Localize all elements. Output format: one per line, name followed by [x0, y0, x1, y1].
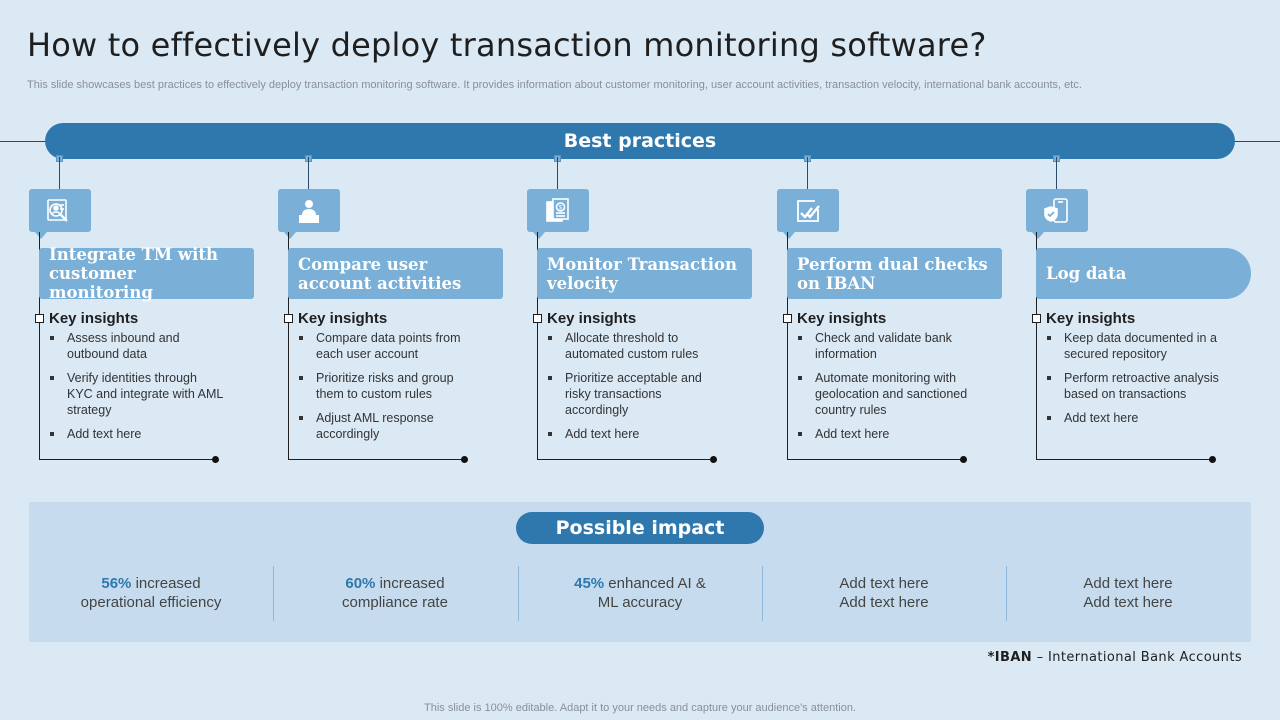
practice-heading-text: Perform dual checks on IBAN	[797, 254, 988, 293]
practice-heading-text: Log data	[1046, 264, 1127, 283]
impact-percentage: 60%	[345, 575, 376, 592]
key-insights-label: Key insights	[49, 310, 139, 327]
column-bottom-line	[39, 459, 215, 460]
insight-item: Add text here	[797, 426, 972, 442]
impact-item-1: 56% increased operational efficiency	[29, 574, 273, 612]
column-vertical-line	[39, 232, 40, 460]
impact-text-line2: ML accuracy	[597, 594, 683, 611]
column-endpoint	[212, 456, 219, 463]
insight-item: Check and validate bank information	[797, 330, 972, 362]
impact-divider	[1006, 566, 1007, 621]
footnote-term: *IBAN	[987, 650, 1033, 665]
impact-text-line2: compliance rate	[342, 594, 448, 611]
impact-divider	[273, 566, 274, 621]
column-endpoint	[1209, 456, 1216, 463]
timeline-connector	[59, 157, 60, 191]
insight-list: Allocate threshold to automated custom r…	[547, 330, 722, 450]
insight-item: Prioritize risks and group them to custo…	[298, 370, 473, 402]
impact-percentage: 45%	[574, 575, 605, 592]
impact-item-3: 45% enhanced AI & ML accuracy	[518, 574, 762, 612]
practice-heading: Monitor Transaction velocity	[537, 248, 752, 299]
column-vertical-line	[1036, 232, 1037, 460]
key-insights-marker	[783, 314, 792, 323]
key-insights-marker	[1032, 314, 1041, 323]
impact-text-line1: increased	[131, 575, 201, 592]
footnote: *IBAN – International Bank Accounts	[988, 650, 1242, 665]
column-endpoint	[960, 456, 967, 463]
insight-item: Add text here	[49, 426, 224, 442]
insight-item: Automate monitoring with geolocation and…	[797, 370, 972, 418]
page-title: How to effectively deploy transaction mo…	[27, 26, 987, 64]
key-insights-label: Key insights	[547, 310, 637, 327]
column-bottom-line	[288, 459, 464, 460]
column-bottom-line	[787, 459, 963, 460]
impact-text-line2: Add text here	[839, 594, 929, 611]
impact-divider	[762, 566, 763, 621]
impact-text-line2: Add text here	[1083, 594, 1173, 611]
column-vertical-line	[787, 232, 788, 460]
insight-item: Prioritize acceptable and risky transact…	[547, 370, 722, 418]
insight-item: Add text here	[547, 426, 722, 442]
insight-item: Add text here	[1046, 410, 1221, 426]
page-subtitle: This slide showcases best practices to e…	[27, 79, 1082, 91]
column-endpoint	[710, 456, 717, 463]
impact-text-line2: operational efficiency	[80, 594, 222, 611]
impact-divider	[518, 566, 519, 621]
insight-item: Keep data documented in a secured reposi…	[1046, 330, 1221, 362]
practice-heading-text: Monitor Transaction velocity	[547, 254, 737, 293]
practice-heading: Log data	[1036, 248, 1251, 299]
key-insights-label: Key insights	[1046, 310, 1136, 327]
impact-percentage: 56%	[101, 575, 132, 592]
key-insights-label: Key insights	[298, 310, 388, 327]
column-bottom-line	[1036, 459, 1212, 460]
impact-text-line1: Add text here	[839, 575, 929, 592]
column-vertical-line	[537, 232, 538, 460]
insight-item: Assess inbound and outbound data	[49, 330, 224, 362]
timeline-connector	[557, 157, 558, 191]
insight-list: Compare data points from each user accou…	[298, 330, 473, 450]
mobile-shield-icon	[1026, 189, 1088, 239]
impact-text-line1: increased	[375, 575, 445, 592]
column-vertical-line	[288, 232, 289, 460]
timeline-connector	[807, 157, 808, 191]
insight-item: Verify identities through KYC and integr…	[49, 370, 224, 418]
timeline-connector	[1056, 157, 1057, 191]
best-practices-banner: Best practices	[45, 123, 1235, 159]
practice-heading-text: Integrate TM with customer monitoring	[49, 245, 218, 302]
magnifier-user-document-icon	[29, 189, 91, 239]
column-bottom-line	[537, 459, 713, 460]
insight-item: Allocate threshold to automated custom r…	[547, 330, 722, 362]
footnote-definition: – International Bank Accounts	[1032, 650, 1242, 665]
key-insights-marker	[35, 314, 44, 323]
user-podium-icon	[278, 189, 340, 239]
practice-heading: Compare user account activities	[288, 248, 503, 299]
practice-heading: Integrate TM with customer monitoring	[39, 245, 254, 302]
insight-item: Compare data points from each user accou…	[298, 330, 473, 362]
dollar-documents-icon: $	[527, 189, 589, 239]
svg-text:$: $	[559, 205, 563, 211]
insight-item: Perform retroactive analysis based on tr…	[1046, 370, 1221, 402]
double-checkmark-icon	[777, 189, 839, 239]
insight-item: Adjust AML response accordingly	[298, 410, 473, 442]
impact-item-2: 60% increased compliance rate	[273, 574, 517, 612]
key-insights-marker	[533, 314, 542, 323]
impact-text-line1: enhanced AI &	[604, 575, 706, 592]
impact-title: Possible impact	[516, 512, 764, 544]
key-insights-label: Key insights	[797, 310, 887, 327]
timeline-connector	[308, 157, 309, 191]
column-endpoint	[461, 456, 468, 463]
bottom-note: This slide is 100% editable. Adapt it to…	[424, 702, 856, 714]
practice-heading-text: Compare user account activities	[298, 254, 462, 293]
key-insights-marker	[284, 314, 293, 323]
impact-text-line1: Add text here	[1083, 575, 1173, 592]
insight-list: Keep data documented in a secured reposi…	[1046, 330, 1221, 434]
practice-heading: Perform dual checks on IBAN	[787, 248, 1002, 299]
